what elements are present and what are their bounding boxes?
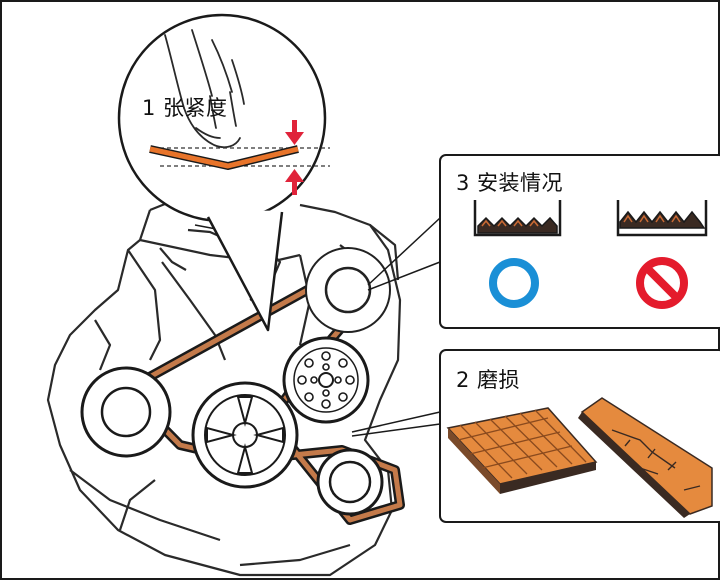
installation-label: 3 安装情况 [456, 171, 564, 195]
prohibited-symbol [636, 257, 688, 309]
hand-sketch [164, 29, 245, 149]
callout-leaders [194, 217, 441, 437]
deflected-belt [149, 146, 299, 169]
deflection-arrows [285, 120, 304, 195]
circle-ok-symbol [489, 258, 539, 308]
belt-groove-correct [473, 200, 562, 237]
alternator-pulley [305, 247, 391, 333]
tension-label: 1 张紧度 [142, 96, 228, 120]
wear-callout [439, 349, 720, 523]
idler-pulley [282, 336, 370, 424]
install-callout [439, 154, 720, 329]
crankshaft-pulley [191, 381, 299, 489]
worn-belt-sample [446, 407, 598, 494]
wear-label: 2 磨损 [456, 368, 521, 392]
cracked-belt-sample [578, 397, 713, 518]
belt-groove-incorrect [616, 200, 708, 237]
tension-callout [117, 13, 330, 332]
lower-right-pulley [316, 448, 384, 516]
left-pulley [80, 366, 172, 458]
